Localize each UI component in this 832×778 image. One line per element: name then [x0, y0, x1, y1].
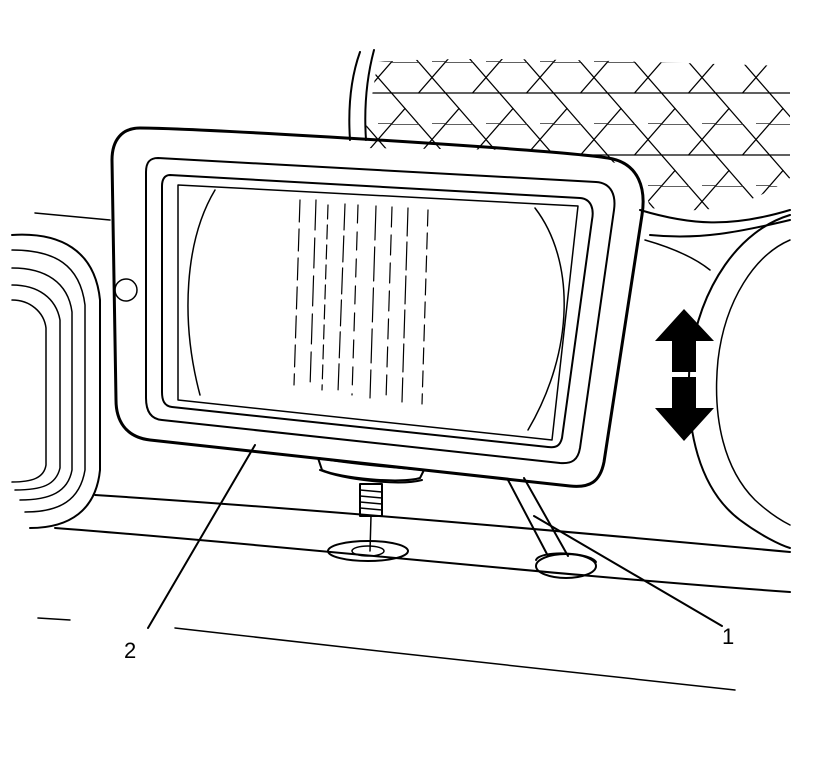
headlamp-housing [644, 214, 791, 549]
leader-lines [147, 444, 723, 629]
double-headed-arrow [655, 309, 714, 441]
callout-1: 1 [722, 624, 734, 649]
mounting-hole [327, 540, 409, 562]
lower-fascia [37, 494, 791, 691]
lens-flutes [293, 199, 429, 405]
callout-2: 2 [124, 638, 136, 663]
leader-line-2 [147, 444, 256, 629]
wiring-connector [507, 477, 597, 579]
fog-lamp [110, 126, 645, 552]
mounting-stud [359, 483, 383, 552]
leader-line-1 [533, 515, 723, 627]
bumper-left-contour [11, 212, 111, 529]
